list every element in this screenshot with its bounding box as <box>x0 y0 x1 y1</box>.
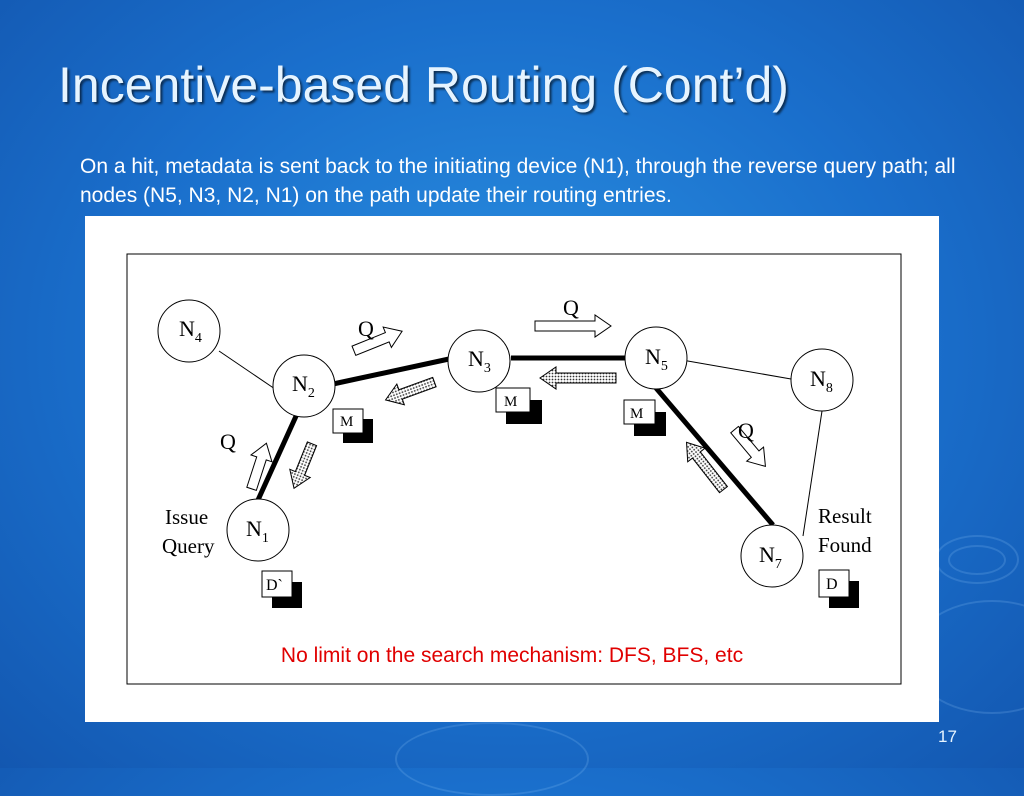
metadata-arrow-n5-n3 <box>539 366 617 390</box>
path-n2-n1 <box>255 412 300 502</box>
svg-text:N5: N5 <box>645 344 668 374</box>
link-n5-n8 <box>681 359 792 380</box>
data-box-origin: D` <box>261 570 302 608</box>
slide-title: Incentive-based Routing (Cont’d) <box>58 57 789 113</box>
query-arrow-n5-n7 <box>730 425 766 468</box>
node-n5: N5 <box>624 326 688 390</box>
query-arrow-n1-n2 <box>246 442 273 492</box>
path-n2-n3 <box>332 356 450 387</box>
svg-text:N8: N8 <box>810 366 833 396</box>
node-n7: N7 <box>740 524 804 588</box>
page-number: 17 <box>938 727 957 746</box>
svg-text:M: M <box>504 394 517 410</box>
link-n4-n2 <box>218 350 276 390</box>
query-label: Q <box>220 429 236 454</box>
diagram-frame <box>126 253 902 685</box>
query-arrow-n3-n5 <box>534 314 612 338</box>
node-n4: N4 <box>157 299 221 363</box>
routing-diagram: N4 N2 N3 N5 N8 N1 N7 <box>126 253 902 685</box>
node-n3: N3 <box>447 329 511 393</box>
metadata-arrow-n7-n5 <box>685 441 729 494</box>
svg-text:N1: N1 <box>246 516 269 546</box>
metadata-box-n2: M <box>332 408 373 443</box>
query-label: Q <box>563 295 579 320</box>
query-arrow-n2-n3 <box>351 326 403 357</box>
query-label: Q <box>738 418 754 443</box>
metadata-box-n5: M <box>623 399 666 436</box>
slide-body-text: On a hit, metadata is sent back to the i… <box>80 155 956 207</box>
ripple-decoration <box>948 545 1006 575</box>
svg-text:M: M <box>340 414 353 430</box>
svg-text:M: M <box>630 406 643 422</box>
metadata-arrow-n3-n2 <box>384 376 437 406</box>
svg-text:N2: N2 <box>292 371 315 401</box>
svg-text:D: D <box>826 576 838 593</box>
metadata-arrow-n2-n1 <box>289 441 318 490</box>
svg-text:D`: D` <box>266 577 283 594</box>
data-box-result: D <box>818 569 859 608</box>
metadata-box-n3: M <box>495 387 542 424</box>
result-found-label: Result Found <box>818 504 877 557</box>
svg-text:N4: N4 <box>179 316 202 346</box>
query-label: Q <box>358 316 374 341</box>
routing-figure: N4 N2 N3 N5 N8 N1 N7 <box>85 216 939 722</box>
issue-query-label: Issue Query <box>162 505 215 558</box>
ripple-decoration <box>395 722 589 796</box>
link-n8-n7 <box>802 410 823 537</box>
node-n1: N1 <box>226 498 290 562</box>
path-n5-n7 <box>654 386 775 527</box>
node-n2: N2 <box>272 354 336 418</box>
node-n8: N8 <box>790 348 854 412</box>
svg-text:N7: N7 <box>759 542 782 572</box>
svg-text:N3: N3 <box>468 346 491 376</box>
search-mechanism-note: No limit on the search mechanism: DFS, B… <box>280 644 744 667</box>
